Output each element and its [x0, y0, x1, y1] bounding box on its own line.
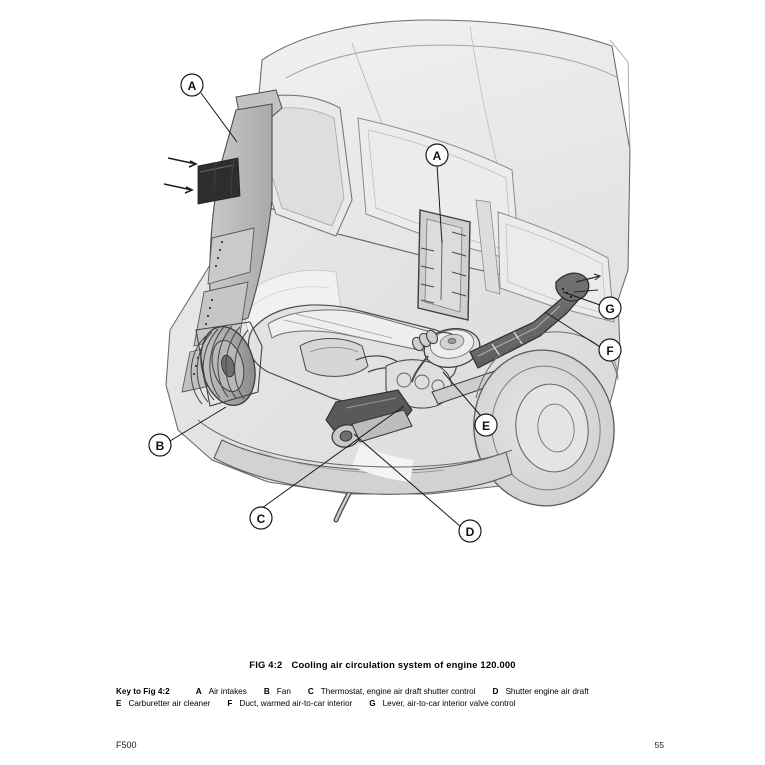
airflow-arrow — [163, 157, 198, 194]
key-text-f: Duct, warmed air-to-car interior — [239, 698, 353, 708]
air-valve-control-lever — [555, 272, 602, 302]
svg-text:A: A — [433, 149, 442, 163]
key-text-b: Fan — [276, 687, 291, 696]
cooling-fan — [190, 321, 263, 407]
callout-E: E — [474, 413, 498, 437]
callout-A-1: A — [180, 73, 204, 97]
svg-text:B: B — [156, 439, 165, 453]
page-footer: F500 55 — [116, 740, 664, 750]
rear-apron — [197, 419, 513, 495]
figure-number: FIG 4:2 — [249, 659, 283, 670]
callout-D: D — [458, 519, 482, 543]
svg-text:A: A — [188, 79, 197, 93]
svg-text:E: E — [482, 419, 490, 433]
key-heading: Key to Fig 4:2 — [116, 687, 170, 696]
key-letter-g: G — [369, 698, 376, 708]
key-letter-f: F — [227, 698, 233, 708]
svg-text:C: C — [257, 512, 266, 526]
key-letter-c: C — [307, 687, 314, 696]
key-line-1: Key to Fig 4:2 A Air intakes B Fan C Thermosta… — [116, 686, 664, 698]
air-intake-grille-right — [417, 209, 471, 321]
manual-code: F500 — [116, 740, 137, 750]
key-text-c: Thermostat, engine air draft shutter con… — [320, 687, 476, 696]
svg-text:F: F — [606, 344, 613, 358]
key-letter-b: B — [263, 687, 270, 696]
cutaway-drawing: A A G F B — [148, 19, 631, 543]
svg-text:D: D — [466, 525, 475, 539]
callout-A-2: A — [425, 143, 449, 167]
page-number: 55 — [654, 740, 664, 750]
svg-text:G: G — [605, 302, 614, 316]
figure-illustration: A A G F B — [148, 19, 631, 543]
figure-title-text: Cooling air circulation system of engine… — [291, 659, 516, 670]
figure-caption: FIG 4:2 Cooling air circulation system of… — [0, 659, 765, 670]
warm-air-duct — [411, 272, 602, 405]
figure-key: Key to Fig 4:2 A Air intakes B Fan C Thermosta… — [116, 686, 664, 709]
key-letter-e: E — [116, 698, 122, 708]
callout-F: F — [598, 338, 622, 362]
callout-B: B — [148, 433, 172, 457]
callout-bubbles: A A G F B — [148, 73, 622, 543]
callout-layer — [169, 92, 601, 528]
carburetter-air-cleaner — [411, 328, 481, 383]
callout-G: G — [598, 296, 622, 320]
key-text-g: Lever, air-to-car interior valve control — [382, 698, 516, 708]
key-letter-a: A — [195, 687, 202, 696]
key-text-e: Carburetter air cleaner — [128, 698, 211, 708]
key-text-d: Shutter engine air draft — [505, 687, 589, 696]
key-line-2: E Carburetter air cleaner F Duct, warmed ai… — [116, 698, 664, 710]
key-letter-d: D — [492, 687, 499, 696]
callout-C: C — [249, 506, 273, 530]
key-text-a: Air intakes — [208, 687, 247, 696]
